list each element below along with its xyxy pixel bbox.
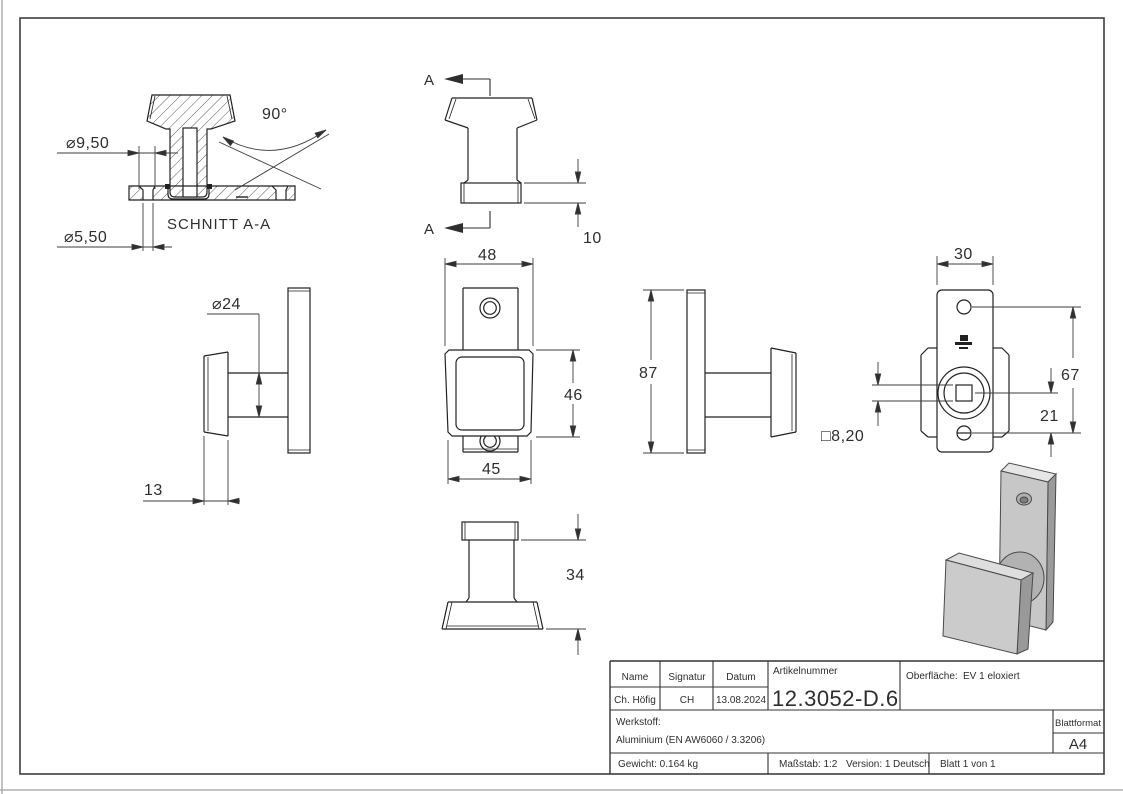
section-view-title: SCHNITT A-A (167, 216, 271, 233)
section-view (128, 94, 296, 201)
rear-view-dimensions (872, 256, 1081, 457)
right-side-dimensions (643, 289, 684, 454)
dim-knob-width-top: 48 (478, 247, 497, 264)
tb-col-signature: Signatur (668, 672, 706, 683)
tb-scale: Maßstab: 1:2 (779, 759, 838, 770)
tb-col-name: Name (622, 672, 649, 683)
tb-date: 13.08.2024 (716, 695, 766, 706)
bottom-side-view (441, 521, 544, 630)
top-side-cut-marks (444, 74, 491, 233)
tb-surface-label: Oberfläche: (906, 671, 958, 682)
tb-article-label: Artikelnummer (773, 666, 838, 677)
drawing-frame (19, 17, 1105, 775)
tb-name: Ch. Höfig (614, 695, 656, 706)
dim-plate-width: 30 (954, 246, 973, 263)
cut-letter-top: A (424, 72, 434, 89)
dim-counterbore-dia: ⌀9,50 (66, 135, 109, 152)
title-block (609, 660, 1104, 774)
tb-col-date: Datum (726, 672, 755, 683)
tb-material-label: Werkstoff: (616, 717, 661, 728)
section-view-dimensions (57, 127, 330, 251)
dim-knob-height: 46 (564, 387, 583, 404)
left-side-view (203, 287, 311, 454)
front-view-dimensions (444, 258, 580, 484)
top-side-view (444, 97, 538, 204)
title-block-text: Name Signatur Datum Ch. Höfig CH 13.08.2… (614, 666, 1101, 770)
right-side-view (686, 289, 797, 454)
tb-weight: Gewicht: 0.164 kg (618, 759, 698, 770)
dim-square-drive: □8,20 (821, 428, 864, 445)
dim-head-angle: 90° (262, 106, 288, 123)
tb-signature: CH (680, 695, 694, 706)
tb-surface-value: EV 1 eloxiert (963, 671, 1020, 682)
front-view (444, 287, 534, 453)
bottom-side-dimensions (521, 514, 586, 655)
tb-sheet-format: A4 (1069, 736, 1087, 753)
tb-article-number: 12.3052-D.6 (772, 686, 899, 711)
product-3d-render (942, 462, 1057, 655)
tb-material-value: Aluminium (EN AW6060 / 3.3206) (616, 735, 765, 746)
left-side-dimensions (143, 313, 263, 505)
top-side-dimensions (524, 159, 586, 227)
dim-plate-thickness: 10 (583, 230, 602, 247)
dim-knob-width-bottom: 45 (482, 461, 501, 478)
dim-neck-dia: ⌀24 (212, 296, 241, 313)
dim-hole-distance: 67 (1061, 367, 1080, 384)
tb-language: Deutsch (893, 759, 930, 770)
rear-view (920, 289, 1010, 453)
dim-knob-thickness: 13 (144, 482, 163, 499)
tb-sheet-format-label: Blattformat (1055, 718, 1101, 729)
dim-plate-height: 87 (639, 365, 658, 382)
dim-screw-hole-dia: ⌀5,50 (64, 229, 107, 246)
brand-mark (955, 335, 972, 349)
tb-version: Version: 1 (846, 759, 891, 770)
dim-overall-depth: 34 (566, 567, 585, 584)
cut-letter-bottom: A (424, 221, 434, 238)
dim-square-to-hole: 21 (1040, 408, 1059, 425)
tb-sheet: Blatt 1 von 1 (940, 759, 996, 770)
